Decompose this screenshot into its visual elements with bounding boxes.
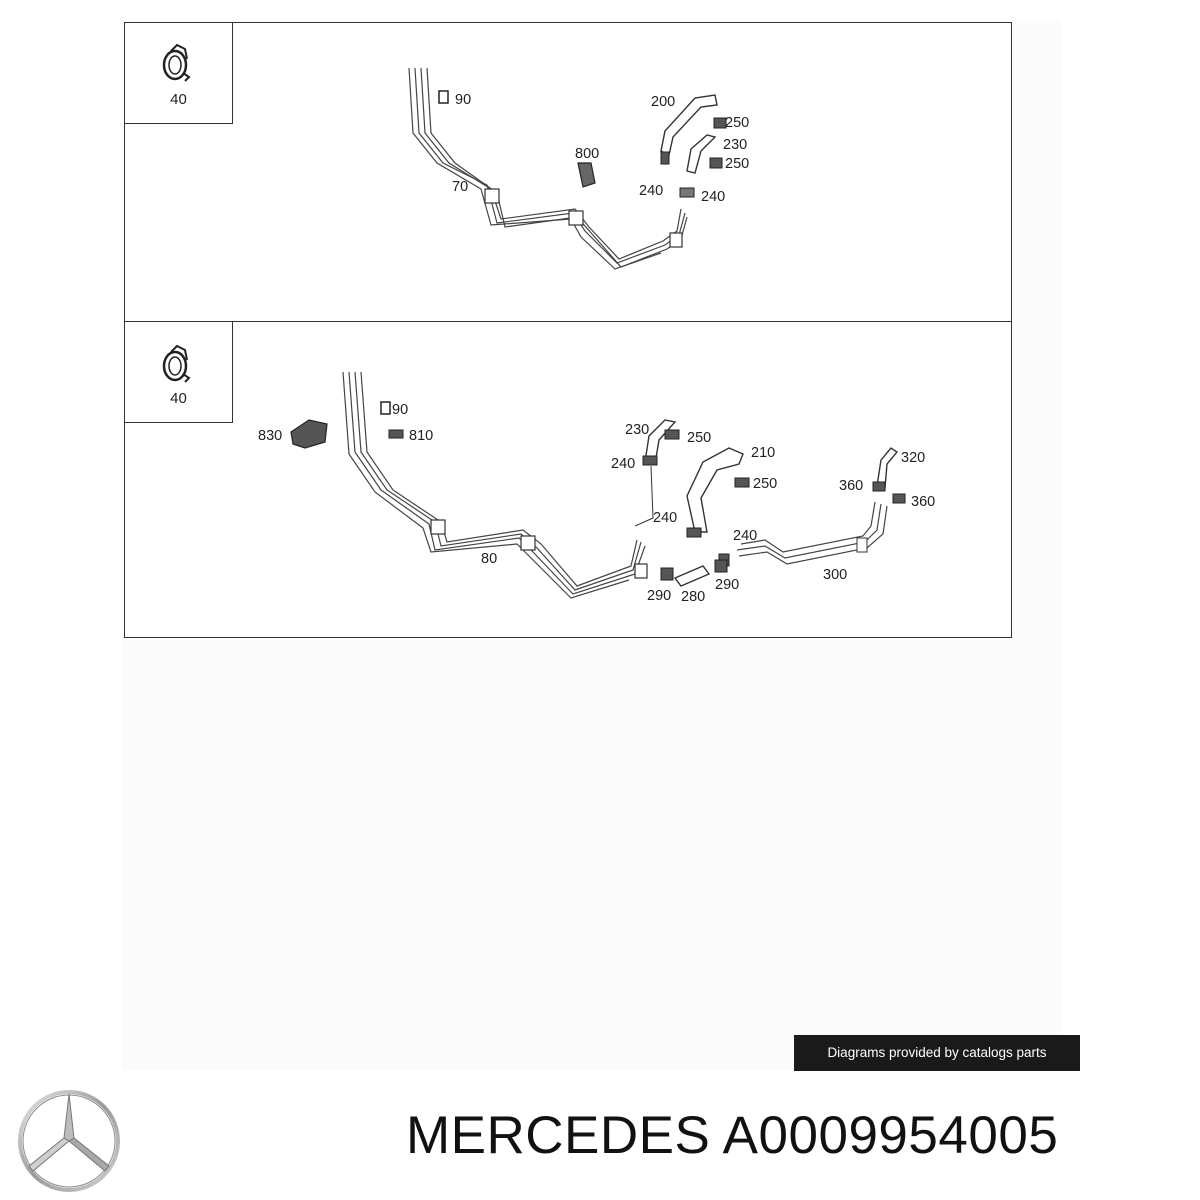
label-250-a: 250 [725,115,749,131]
inset-label: 40 [170,91,187,108]
label-800: 800 [575,146,599,162]
clamp-240-a [642,455,658,466]
label-90: 90 [392,402,408,418]
label-70: 70 [452,179,468,195]
label-300: 300 [823,567,847,583]
label-360-a: 360 [839,478,863,494]
label-240-c: 240 [733,528,757,544]
hose-230 [686,134,717,174]
label-230: 230 [723,137,747,153]
pipe-assembly-80 [342,371,648,599]
clamp-250-b [709,157,723,169]
pipe-300 [736,501,888,565]
clamp-240-b [686,527,702,538]
label-230: 230 [625,422,649,438]
hose-210 [686,447,744,533]
clamp-360-a [872,481,886,492]
inset-clamp-top: 40 [125,23,233,124]
clamp-240-b [660,151,670,165]
clamp-250-a [713,117,727,129]
clamp-290-b [714,559,728,573]
label-290-a: 290 [647,588,671,604]
label-200: 200 [651,94,675,110]
clip-90 [438,90,449,104]
label-240-a: 240 [639,183,663,199]
clip-810 [388,429,404,439]
pipe-assembly-70 [408,67,688,270]
label-240-b: 240 [701,189,725,205]
clamp-360-b [892,493,906,504]
label-810: 810 [409,428,433,444]
label-320: 320 [901,450,925,466]
pipe-drawing-top: 90 70 800 200 250 230 250 240 240 [408,67,749,270]
label-250-b: 250 [725,156,749,172]
clamp-icon [162,43,191,82]
hose-280 [673,565,711,587]
clamp-290-a [660,567,674,581]
label-240-a: 240 [611,456,635,472]
label-280: 280 [681,589,705,605]
clamp-icon [162,344,191,383]
label-210: 210 [751,445,775,461]
hose-200 [660,94,718,157]
clamp-240-a [679,187,695,198]
label-240-b: 240 [653,510,677,526]
label-360-b: 360 [911,494,935,510]
diagram-panel-bottom: 40 [124,321,1012,638]
label-80: 80 [481,551,497,567]
diagram-panel-top: 40 90 [124,22,1012,322]
label-250-a: 250 [687,430,711,446]
label-90: 90 [455,92,471,108]
label-830: 830 [258,428,282,444]
bracket-830 [290,419,328,449]
label-290-b: 290 [715,577,739,593]
part-title: MERCEDES A0009954005 [406,1106,1059,1165]
clip-90 [380,401,391,415]
label-250-b: 250 [753,476,777,492]
credit-banner: Diagrams provided by catalogs parts [794,1035,1080,1071]
mercedes-star-icon [18,1090,120,1192]
inset-clamp-bottom: 40 [125,322,233,423]
clamp-250-b [734,477,750,488]
pipe-drawing-bottom: 90 830 810 80 230 250 240 210 250 240 24… [258,371,935,605]
bracket-800 [577,162,596,188]
inset-label: 40 [170,390,187,407]
clamp-250-a [664,429,680,440]
